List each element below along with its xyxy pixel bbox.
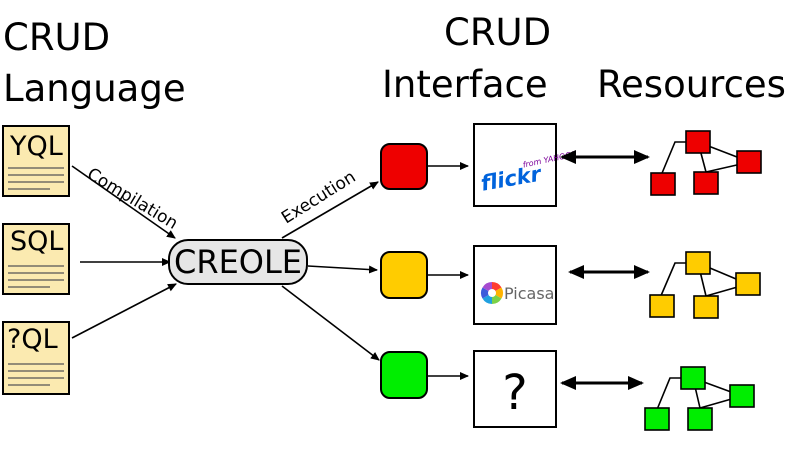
creole-hub-label: CREOLE <box>174 243 302 281</box>
resource-tree-3 <box>644 366 755 431</box>
language-doc-sql: SQL <box>2 223 70 295</box>
edge-label-compilation: Compilation <box>83 164 181 234</box>
picasa-pinwheel-icon <box>481 282 503 304</box>
arrow-yql-to-creole <box>71 165 176 239</box>
arrow-creole-to-interface-2 <box>307 265 378 274</box>
heading-crud-interface-line2: Interface <box>382 63 548 106</box>
service-box-picasa: Picasa <box>473 245 557 325</box>
language-doc-yql: YQL <box>2 125 70 197</box>
arrow-creole-to-interface-1 <box>281 181 379 239</box>
arrow-unknown-ql-to-creole <box>71 283 177 339</box>
resource-tree-2 <box>649 251 761 319</box>
heading-resources: Resources <box>597 63 786 106</box>
resource-node <box>650 172 676 196</box>
resource-node <box>736 150 762 174</box>
heading-crud-interface-line1: CRUD <box>444 11 551 54</box>
picasa-logo-text: Picasa <box>504 284 554 303</box>
resource-node <box>685 251 711 275</box>
resource-node <box>729 384 755 408</box>
resource-node <box>687 407 713 431</box>
language-doc-yql-label: YQL <box>9 131 63 162</box>
heading-crud-language-line1: CRUD <box>3 16 110 59</box>
service-box-flickr: flickr from YAHOO! <box>473 123 575 207</box>
language-doc-sql-label: SQL <box>10 226 63 257</box>
resource-node <box>649 294 675 318</box>
resource-node <box>693 171 719 195</box>
resource-node <box>680 366 706 390</box>
resource-tree-1 <box>650 130 762 196</box>
creole-hub: CREOLE <box>168 239 308 285</box>
language-doc-unknown-ql: ?QL <box>2 321 70 395</box>
service-box-unknown: ? <box>473 350 557 428</box>
interface-node-3 <box>380 351 428 399</box>
resource-node <box>644 407 670 431</box>
resource-node <box>685 130 711 154</box>
language-doc-unknown-ql-label: ?QL <box>7 324 58 355</box>
resource-node <box>735 272 761 296</box>
service-box-unknown-label: ? <box>502 365 527 421</box>
resource-node <box>693 295 719 319</box>
edge-label-execution: Execution <box>278 167 359 228</box>
interface-node-1 <box>380 143 428 190</box>
heading-crud-language-line2: Language <box>3 67 186 110</box>
arrow-creole-to-interface-3 <box>281 285 380 361</box>
interface-node-2 <box>380 251 428 299</box>
